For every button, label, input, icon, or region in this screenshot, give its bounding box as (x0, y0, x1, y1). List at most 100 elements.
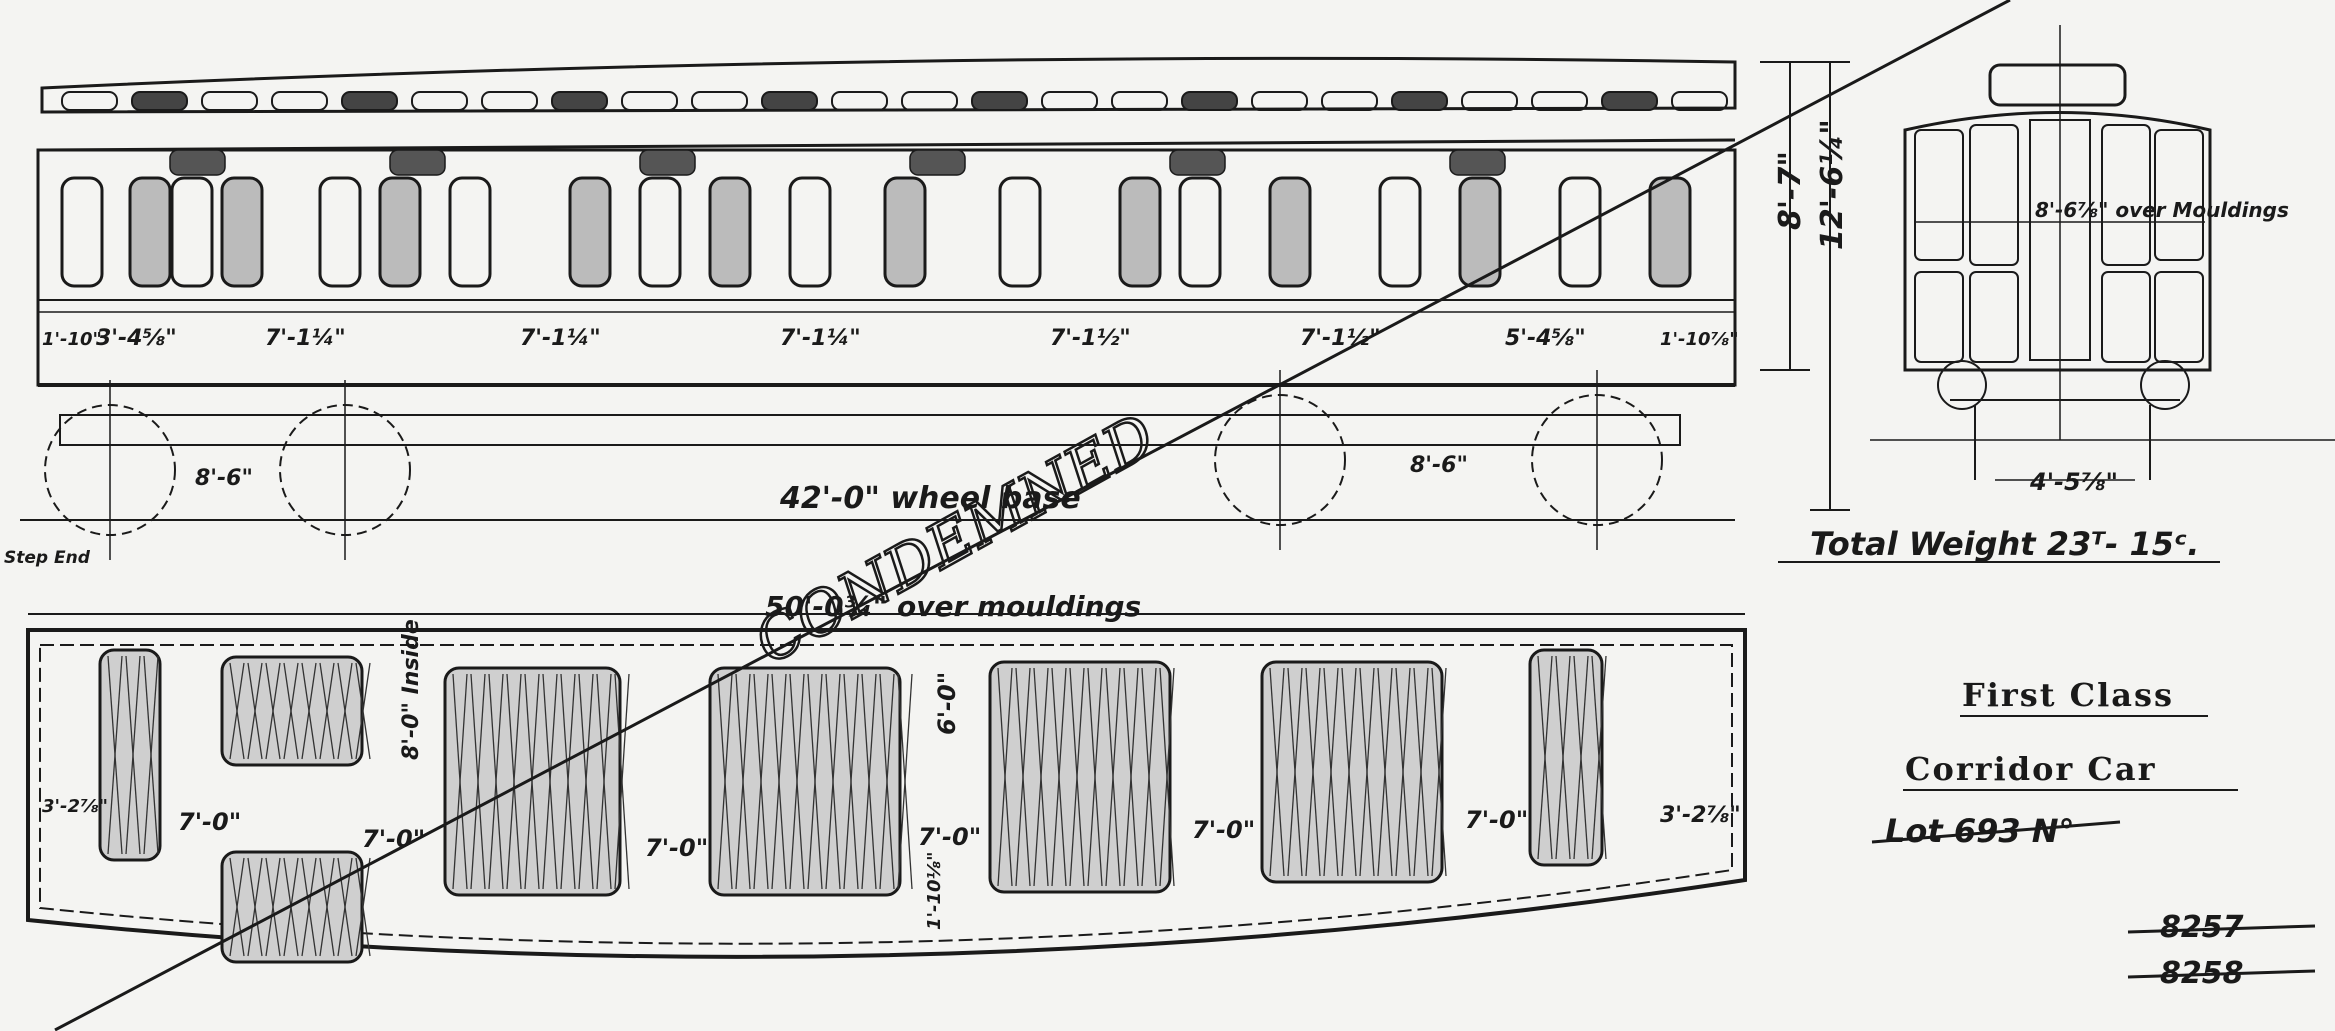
side-window (220, 176, 264, 288)
compartment-pitch-label: 7'-0" (1192, 816, 1255, 844)
seat-bay (1260, 660, 1444, 884)
door-vent (639, 149, 696, 176)
seat-bay (98, 648, 162, 862)
side-window (60, 176, 104, 288)
side-windows (60, 149, 1692, 288)
compartment-width-label: 1'-10" (42, 329, 102, 350)
side-elevation (20, 56, 1737, 521)
clerestory-light (1251, 91, 1308, 111)
side-window (708, 176, 752, 288)
total-weight: Total Weight 23ᵀ- 15ᶜ. (1810, 525, 2199, 563)
condemned-stamp: CONDEMNED (743, 401, 1166, 678)
side-window (788, 176, 832, 288)
seat-bay (1528, 648, 1604, 867)
door-vent (169, 149, 226, 176)
clerestory-light (831, 91, 888, 111)
clerestory-light (1461, 91, 1518, 111)
door-gap-label: 1'-10⅛" (924, 851, 945, 930)
end-profile (1903, 111, 2212, 372)
compartment-width-label: 7'-1¼" (520, 326, 601, 351)
end-elevation (1870, 25, 2335, 481)
side-window (128, 176, 172, 288)
side-window (1268, 176, 1312, 288)
inside-height-label: 8'-0" Inside (399, 619, 424, 760)
side-window (318, 176, 362, 288)
compartment-pitch-label: 7'-0" (645, 834, 708, 862)
clerestory-light (61, 91, 118, 111)
side-window (883, 176, 927, 288)
clerestory-light (901, 91, 958, 111)
seat-depth-label: 6'-0" (933, 672, 961, 735)
clerestory-light (1181, 91, 1238, 111)
side-window (998, 176, 1042, 288)
clerestory-light (1111, 91, 1168, 111)
clerestory-light (341, 91, 398, 111)
cantrail (41, 138, 1736, 152)
compartment-pitch-labels: 7'-0"7'-0"7'-0"7'-0"7'-0"7'-0" (178, 806, 1528, 862)
clerestory-lights (61, 91, 1728, 111)
clerestory-light (1041, 91, 1098, 111)
side-window (1458, 176, 1502, 288)
condemned-strike-line (54, 0, 2011, 1031)
buffer-left (1937, 360, 1987, 410)
compartment-width-label: 1'-10⅞" (1660, 329, 1739, 350)
lot-number: Lot 693 N° (1885, 812, 2075, 850)
compartment-width-label: 5'-4⅝" (1505, 326, 1586, 351)
clerestory-light (481, 91, 538, 111)
compartment-width-label: 7'-1½" (1050, 326, 1131, 351)
height-roof-label: 8'-7" (1773, 151, 1808, 230)
clerestory-light (621, 91, 678, 111)
side-window (1118, 176, 1162, 288)
compartment-width-label: 3'-4⅝" (96, 326, 177, 351)
door-vent (1449, 149, 1506, 176)
side-window (170, 176, 214, 288)
height-dimensions (1760, 61, 1850, 511)
end-width-label: 8'-6⅞" over Mouldings (2035, 198, 2289, 222)
compartment-width-labels: 1'-10"3'-4⅝"7'-1¼"7'-1¼"7'-1¼"7'-1½"7'-1… (42, 326, 1739, 351)
compartment-pitch-label: 7'-0" (1465, 806, 1528, 834)
title-line-2: Corridor Car (1905, 750, 2156, 788)
bogie-wheelbase-left: 8'-6" (195, 466, 253, 491)
clerestory-light (551, 91, 608, 111)
side-window (1648, 176, 1692, 288)
door-vent (389, 149, 446, 176)
wheelbase-label: 42'-0" wheel base (779, 481, 1081, 516)
side-window (378, 176, 422, 288)
clerestory-light (201, 91, 258, 111)
seat-bay (220, 850, 364, 964)
roof-outline (40, 56, 1737, 114)
side-window (1378, 176, 1422, 288)
seat-bay (708, 666, 902, 897)
height-overall-label: 12'-6¼" (1815, 119, 1850, 250)
compartment-pitch-label: 7'-0" (178, 808, 241, 836)
door-vent (1169, 149, 1226, 176)
clerestory-light (1601, 91, 1658, 111)
overall-length-label: 50'-0¾" over mouldings (765, 590, 1141, 623)
plan-seats (98, 648, 1607, 964)
bogie-wheelbase-right: 8'-6" (1410, 453, 1468, 478)
clerestory-light (971, 91, 1028, 111)
seat-bay (988, 660, 1172, 894)
clerestory-light (131, 91, 188, 111)
end-right-label: 3'-2⅞" (1660, 803, 1741, 828)
side-window (1178, 176, 1222, 288)
end-left-label: 3'-2⅞" (42, 796, 108, 817)
clerestory-light (1531, 91, 1588, 111)
compartment-pitch-label: 7'-0" (918, 823, 981, 851)
clerestory-light (1321, 91, 1378, 111)
buffer-right (2140, 360, 2190, 410)
side-window (1558, 176, 1602, 288)
clerestory-light (1391, 91, 1448, 111)
clerestory-light (761, 91, 818, 111)
bogies (44, 370, 1663, 560)
gauge-label: 4'-5⅞" (2029, 468, 2118, 496)
seat-bay (220, 655, 364, 767)
compartment-width-label: 7'-1¼" (780, 326, 861, 351)
clerestory-light (691, 91, 748, 111)
side-window (568, 176, 612, 288)
side-window (638, 176, 682, 288)
side-window (448, 176, 492, 288)
door-vent (909, 149, 966, 176)
